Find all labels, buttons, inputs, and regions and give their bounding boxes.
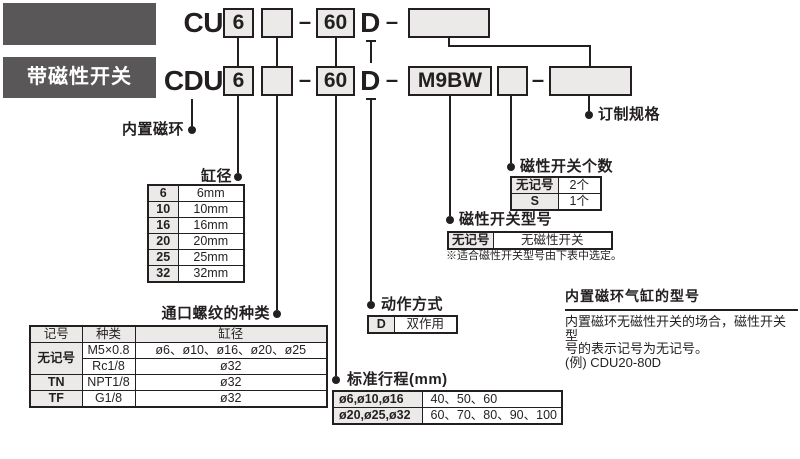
callout-line-bore bbox=[237, 96, 239, 173]
bullet-switch-model bbox=[446, 216, 454, 224]
cdu-blank-box bbox=[261, 66, 293, 96]
callout-line-switch-count bbox=[510, 96, 512, 163]
series-header-plain-box bbox=[3, 3, 156, 45]
side-note-title: 内置磁环气缸的型号 bbox=[565, 286, 798, 311]
callout-line-stroke bbox=[335, 96, 337, 376]
cdu-dash-3: – bbox=[531, 67, 545, 92]
callout-line-action bbox=[370, 98, 372, 301]
bullet-custom-spec bbox=[585, 111, 593, 119]
table-row: TF G1/8 ø32 bbox=[29, 390, 328, 408]
connector-line bbox=[276, 38, 278, 66]
cu-prefix: CU bbox=[183, 7, 224, 38]
connector-line bbox=[335, 38, 337, 66]
cdu-switch-box: M9BW bbox=[408, 66, 492, 96]
cu-dash-2: – bbox=[385, 9, 399, 34]
callout-line-port-thread bbox=[276, 96, 278, 310]
connector-line bbox=[448, 38, 450, 47]
action-table: D 双作用 bbox=[367, 315, 458, 334]
cu-blank-box bbox=[261, 8, 293, 38]
table-row: ø20,ø25,ø32 60、70、80、90、100 bbox=[332, 407, 563, 425]
cu-action-letter: D bbox=[360, 7, 380, 38]
switch-model-note: ※适合磁性开关型号由下表中选定。 bbox=[446, 250, 622, 262]
side-note-line-2: 号的表示记号为无记号。 bbox=[565, 341, 709, 357]
bullet-port-thread bbox=[273, 310, 281, 318]
connector-line bbox=[448, 45, 591, 47]
table-row: 无记号 2个 bbox=[510, 176, 602, 194]
callout-line-custom-spec bbox=[588, 96, 590, 111]
label-action: 动作方式 bbox=[381, 296, 444, 313]
table-row: TN NPT1/8 ø32 bbox=[29, 374, 328, 391]
label-switch-model: 磁性开关型号 bbox=[459, 211, 553, 228]
cdu-option-box bbox=[549, 66, 632, 96]
label-stroke: 标准行程(mm) bbox=[347, 371, 448, 388]
label-port-thread: 通口螺纹的种类 bbox=[161, 305, 270, 322]
bullet-action bbox=[367, 301, 375, 309]
bullet-bore bbox=[234, 173, 242, 181]
label-built-in-magnet: 内置磁环 bbox=[121, 121, 184, 138]
stroke-table: ø6,ø10,ø16 40、50、60 ø20,ø25,ø32 60、70、80… bbox=[332, 390, 563, 425]
label-custom-spec: 订制规格 bbox=[598, 106, 661, 123]
connector-line bbox=[237, 38, 239, 66]
table-header-row: 记号 种类 缸径 bbox=[29, 325, 328, 343]
label-switch-count: 磁性开关个数 bbox=[520, 158, 614, 175]
cdu-dash-2: – bbox=[385, 67, 399, 92]
callout-line-built-in-magnet bbox=[191, 99, 193, 126]
switch-count-table: 无记号 2个 S 1个 bbox=[510, 176, 602, 211]
side-note-example: (例) CDU20-80D bbox=[565, 354, 662, 370]
side-note: 内置磁环气缸的型号 内置磁环无磁性开关的场合，磁性开关型 号的表示记号为无记号。… bbox=[565, 286, 798, 369]
cu-bore-box: 6 bbox=[223, 8, 254, 38]
cdu-stroke-box: 60 bbox=[316, 66, 355, 96]
cdu-count-box bbox=[497, 66, 528, 96]
table-row: D 双作用 bbox=[367, 315, 458, 334]
port-thread-table: 记号 种类 缸径 无记号 M5×0.8 ø6、ø10、ø16、ø20、ø25 R… bbox=[29, 325, 328, 408]
label-bore: 缸径 bbox=[200, 168, 232, 185]
with-switch-label: 带磁性开关 bbox=[27, 66, 132, 88]
bullet-built-in-magnet bbox=[188, 126, 196, 134]
cu-option-box bbox=[408, 8, 490, 38]
cdu-dash-1: – bbox=[298, 67, 312, 92]
connector-line bbox=[370, 40, 372, 63]
side-note-line-1: 内置磁环无磁性开关的场合，磁性开关型 bbox=[565, 314, 787, 343]
cdu-bore-box: 6 bbox=[223, 66, 254, 96]
switch-model-table: 无记号 无磁性开关 bbox=[447, 231, 613, 250]
table-row: Rc1/8 ø32 bbox=[30, 358, 328, 375]
connector-line bbox=[589, 45, 591, 66]
cu-dash-1: – bbox=[298, 9, 312, 34]
bullet-stroke bbox=[332, 376, 340, 384]
callout-line-switch-model bbox=[449, 96, 451, 216]
bullet-switch-count bbox=[507, 163, 515, 171]
table-row: S 1个 bbox=[510, 193, 602, 211]
cu-stroke-box: 60 bbox=[316, 8, 355, 38]
cdu-action-letter: D bbox=[360, 65, 380, 96]
cdu-prefix: CDU bbox=[163, 65, 224, 96]
table-row: 无记号 无磁性开关 bbox=[447, 231, 613, 250]
series-header-with-switch-box: 带磁性开关 bbox=[3, 57, 156, 98]
table-row: ø6,ø10,ø16 40、50、60 bbox=[332, 390, 563, 408]
table-row: 无记号 M5×0.8 ø6、ø10、ø16、ø20、ø25 bbox=[29, 342, 328, 375]
